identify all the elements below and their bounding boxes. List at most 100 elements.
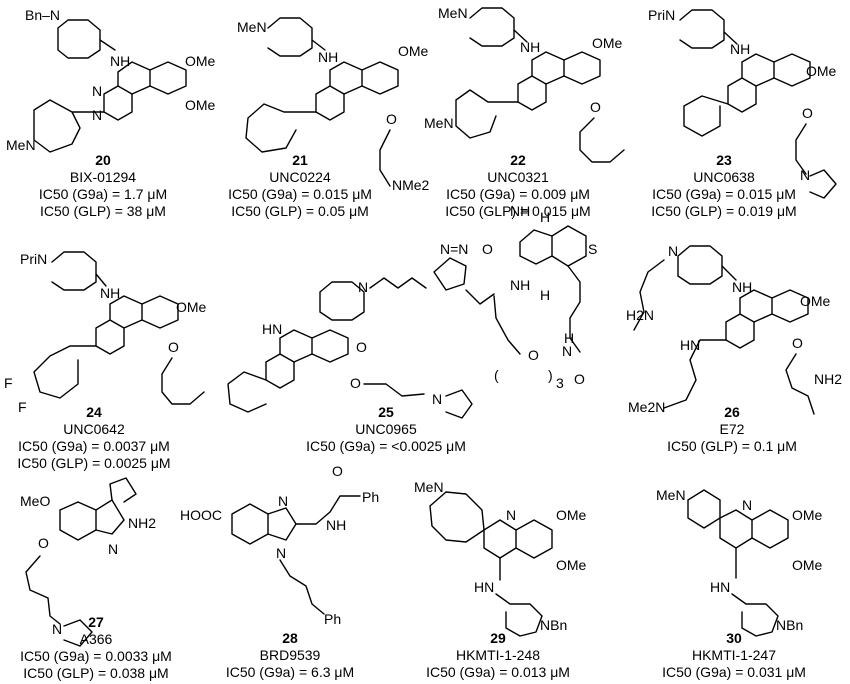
caption-20: 20 BIX-01294 IC50 (G9a) = 1.7 μM IC50 (G… bbox=[3, 152, 203, 220]
compound-number: 28 bbox=[282, 630, 298, 646]
label-25-biotin-s: S bbox=[588, 241, 597, 257]
label-30-nsub: MeN bbox=[656, 487, 686, 503]
label-28-nh: NH bbox=[326, 517, 346, 533]
ic50-line: IC50 (GLP) = 0.1 μM bbox=[667, 438, 797, 454]
label-23-nsub: PriN bbox=[648, 7, 675, 23]
structure-21: MeN NH OMe O NMe2 bbox=[237, 17, 430, 193]
label-26-nsub: N bbox=[668, 243, 678, 259]
label-27-ome1: O bbox=[38, 535, 49, 551]
structure-26: N NH OMe O H2N HN Me2N NH2 bbox=[626, 243, 842, 415]
label-27-ome2: N bbox=[108, 541, 118, 557]
svg-text:N: N bbox=[278, 493, 288, 509]
label-28-ome2: O bbox=[332, 463, 343, 479]
label-22-nh: NH bbox=[520, 39, 540, 55]
label-25-biotin-h1: H bbox=[540, 209, 550, 225]
label-20-nh: NH bbox=[110, 53, 130, 69]
label-25-biotin-h2: H bbox=[540, 287, 550, 303]
ic50-line: IC50 (G9a) = <0.0025 μM bbox=[306, 438, 466, 454]
label-25-triazole: N=N bbox=[440, 241, 468, 257]
label-25-nsub: N bbox=[358, 279, 368, 295]
structure-22: MeN NH OMe O MeN bbox=[424, 5, 625, 163]
label-24-nsub: PriN bbox=[20, 251, 47, 267]
structure-23: PriN NH OMe O N bbox=[648, 7, 837, 199]
label-20-nsub: Bn–N bbox=[25, 7, 60, 23]
label-24-nh: NH bbox=[100, 285, 120, 301]
label-24-ome2: O bbox=[168, 339, 179, 355]
label-25-biotin-o: O bbox=[482, 241, 493, 257]
label-25-ome2: O bbox=[350, 375, 361, 391]
compound-number: 22 bbox=[510, 152, 526, 168]
label-25-amide-h: H bbox=[564, 330, 574, 346]
svg-text:): ) bbox=[548, 367, 553, 383]
structure-20: Bn–N NH NN OMe OMe MeN bbox=[6, 7, 216, 153]
label-25-ome1: O bbox=[356, 339, 367, 355]
label-23-nh: NH bbox=[730, 41, 750, 57]
label-30-ome1: OMe bbox=[792, 507, 823, 523]
label-21-ome1: OMe bbox=[398, 43, 429, 59]
ic50-line: IC50 (G9a) = 0.0037 μM bbox=[18, 438, 170, 454]
label-28-ome1: Ph bbox=[362, 489, 379, 505]
structure-25: N N=N HN O O N NH NH S O H H O N H ( O )… bbox=[227, 203, 597, 419]
label-25-amide-o: O bbox=[574, 371, 585, 387]
caption-21: 21 UNC0224 IC50 (G9a) = 0.015 μM IC50 (G… bbox=[200, 152, 400, 220]
ic50-line: IC50 (G9a) = 0.009 μM bbox=[446, 186, 590, 202]
caption-30: 30 HKMTI-1-247 IC50 (G9a) = 0.031 μM bbox=[634, 630, 834, 681]
label-26-bottomn: NH2 bbox=[814, 371, 842, 387]
label-29-ringn: N bbox=[506, 507, 516, 523]
ic50-line: IC50 (G9a) = 0.015 μM bbox=[652, 186, 796, 202]
label-30-bottomn: NBn bbox=[776, 617, 803, 633]
compound-name: UNC0224 bbox=[269, 169, 331, 185]
label-25-peg-n: 3 bbox=[556, 375, 564, 391]
label-30-ome2: OMe bbox=[792, 557, 823, 573]
caption-28: 28 BRD9539 IC50 (G9a) = 6.3 μM bbox=[190, 630, 390, 681]
compound-number: 20 bbox=[95, 152, 111, 168]
ic50-line: IC50 (GLP) = 38 μM bbox=[40, 203, 166, 219]
compound-name: UNC0638 bbox=[693, 169, 755, 185]
compound-name: HKMTI-1-247 bbox=[691, 647, 777, 663]
label-29-ome1: OMe bbox=[556, 507, 587, 523]
caption-29: 29 HKMTI-1-248 IC50 (G9a) = 0.013 μM bbox=[398, 630, 598, 681]
compound-name: HKMTI-1-248 bbox=[455, 647, 541, 663]
compound-number: 24 bbox=[86, 404, 102, 420]
svg-text:(: ( bbox=[494, 367, 499, 383]
label-27-nsub: MeO bbox=[20, 493, 50, 509]
caption-26: 26 E72 IC50 (GLP) = 0.1 μM bbox=[632, 404, 832, 455]
ic50-line: IC50 (GLP) = 0.019 μM bbox=[651, 203, 797, 219]
svg-text:N: N bbox=[276, 545, 286, 561]
label-21-nh: NH bbox=[318, 49, 338, 65]
svg-text:N: N bbox=[92, 83, 102, 99]
label-22-ome1: OMe bbox=[592, 35, 623, 51]
label-20-ome2: OMe bbox=[185, 97, 216, 113]
compound-number: 30 bbox=[726, 630, 742, 646]
compound-number: 27 bbox=[88, 614, 104, 630]
label-22-ome2: O bbox=[590, 99, 601, 115]
label-20-ome1: OMe bbox=[185, 53, 216, 69]
caption-23: 23 UNC0638 IC50 (G9a) = 0.015 μM IC50 (G… bbox=[624, 152, 824, 220]
compound-name: UNC0321 bbox=[487, 169, 549, 185]
label-27-bottomn: N bbox=[52, 621, 62, 637]
label-25-bottomn: N bbox=[432, 391, 442, 407]
label-30-ringn: N bbox=[742, 497, 752, 513]
ic50-line: IC50 (G9a) = 0.015 μM bbox=[228, 186, 372, 202]
svg-text:F: F bbox=[18, 399, 27, 415]
label-29-nsub: MeN bbox=[414, 479, 444, 495]
caption-25: 25 UNC0965 IC50 (G9a) = <0.0025 μM bbox=[286, 404, 486, 455]
compound-name: BRD9539 bbox=[259, 647, 321, 663]
ic50-line: IC50 (G9a) = 0.0033 μM bbox=[20, 648, 172, 664]
svg-text:N: N bbox=[92, 107, 102, 123]
structure-30: MeN N OMe OMe HN NBn bbox=[656, 487, 823, 637]
label-28-bottomn: Ph bbox=[324, 611, 341, 627]
caption-24: 24 UNC0642 IC50 (G9a) = 0.0037 μM IC50 (… bbox=[0, 404, 194, 472]
label-24-ome1: OMe bbox=[176, 299, 207, 315]
compound-name: UNC0642 bbox=[63, 421, 125, 437]
ic50-line: IC50 (GLP) = 0.015 μM bbox=[445, 203, 591, 219]
ic50-line: IC50 (GLP) = 0.0025 μM bbox=[17, 455, 171, 471]
label-21-bottomn: NMe2 bbox=[392, 177, 430, 193]
structure-28: HOOC N N NH O Ph Ph bbox=[180, 463, 379, 627]
compound-name: E72 bbox=[719, 421, 745, 437]
label-26-nh2a: H2N bbox=[626, 307, 654, 323]
compound-name: UNC0965 bbox=[355, 421, 417, 437]
label-26-ome2: O bbox=[792, 335, 803, 351]
compound-number: 25 bbox=[378, 404, 394, 420]
label-23-ome1: OMe bbox=[806, 63, 837, 79]
